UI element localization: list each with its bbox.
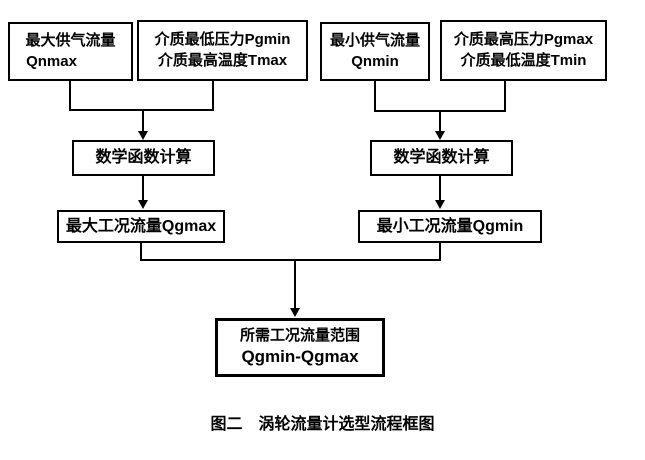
merge-left-line	[69, 81, 214, 132]
node-max-supply-flow-symbol: Qnmax	[26, 52, 77, 70]
node-math-calc-right: 数学函数计算	[370, 140, 513, 176]
figure-caption: 图二 涡轮流量计选型流程框图	[210, 416, 435, 433]
node-max-pressure-min-temp: 介质最高压力Pgmax 介质最低温度Tmin	[440, 20, 607, 81]
node-min-supply-flow-symbol: Qnmin	[351, 52, 399, 70]
node-max-working-flow-label: 最大工况流量Qgmax	[65, 217, 217, 235]
node-min-pressure-label: 介质最低压力Pgmin	[154, 31, 291, 49]
merge-bottom-line	[140, 243, 441, 309]
merge-right-line	[374, 81, 506, 132]
arrowhead-to-qgmin	[435, 200, 445, 209]
node-min-working-flow-label: 最小工况流量Qgmin	[376, 217, 524, 235]
node-math-calc-left-label: 数学函数计算	[95, 149, 192, 167]
node-min-supply-flow: 最小供气流量 Qnmin	[320, 22, 430, 81]
node-required-flow-range: 所需工况流量范围 Qgmin-Qgmax	[215, 318, 385, 377]
node-min-supply-flow-label: 最小供气流量	[329, 32, 420, 50]
node-min-working-flow: 最小工况流量Qgmin	[358, 210, 542, 243]
arrowhead-to-result	[290, 308, 300, 317]
node-required-flow-range-symbol: Qgmin-Qgmax	[241, 347, 359, 367]
arrowhead-to-calc-left	[138, 131, 148, 140]
node-min-pressure-max-temp: 介质最低压力Pgmin 介质最高温度Tmax	[137, 20, 308, 81]
arrowhead-to-calc-right	[435, 131, 445, 140]
node-required-flow-range-label: 所需工况流量范围	[239, 326, 360, 344]
node-max-supply-flow-label: 最大供气流量	[25, 32, 116, 50]
node-min-temp-label: 介质最低温度Tmin	[460, 51, 587, 69]
arrowhead-to-qgmax	[138, 200, 148, 209]
node-math-calc-right-label: 数学函数计算	[393, 149, 490, 167]
node-math-calc-left: 数学函数计算	[72, 140, 215, 176]
node-max-working-flow: 最大工况流量Qgmax	[57, 210, 225, 243]
node-max-temp-label: 介质最高温度Tmax	[157, 51, 288, 69]
node-max-pressure-label: 介质最高压力Pgmax	[453, 31, 594, 49]
node-max-supply-flow: 最大供气流量 Qnmax	[8, 22, 133, 81]
